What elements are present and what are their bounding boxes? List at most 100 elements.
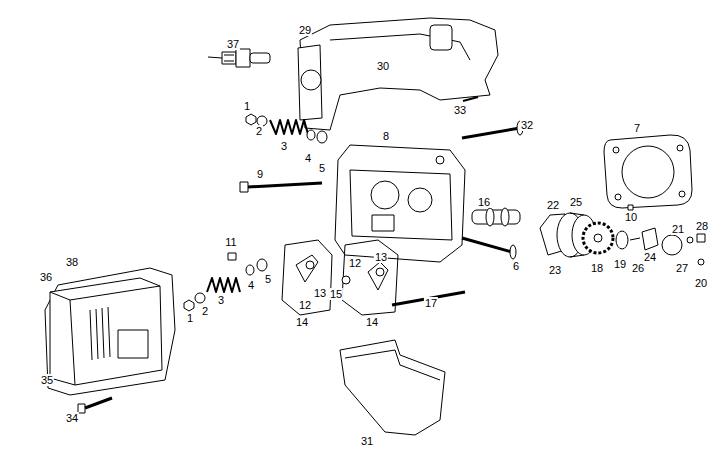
thread-line — [224, 55, 234, 56]
plug-tip — [208, 57, 222, 58]
bolt-head — [697, 234, 705, 242]
disc-edge — [570, 255, 584, 257]
cam-lobe — [501, 208, 509, 226]
callout-number: 10 — [624, 211, 638, 223]
upper-valve-stack — [246, 114, 327, 143]
port — [408, 188, 432, 212]
cylinder-head — [335, 145, 465, 262]
sprocket-hub — [594, 234, 602, 242]
cover-disc — [662, 235, 682, 255]
cam-body — [472, 210, 520, 224]
valve-stem — [462, 238, 512, 252]
plug-thread — [222, 52, 236, 64]
cover-body — [50, 278, 162, 385]
shroud-edge — [345, 350, 440, 380]
cooling-shroud — [298, 18, 498, 130]
callout-number: 9 — [256, 168, 264, 180]
thread-line — [224, 61, 234, 62]
spring — [270, 120, 308, 134]
rocker-pivot — [306, 261, 314, 269]
callout-number: 14 — [365, 316, 379, 328]
callout-number: 25 — [569, 196, 583, 208]
small-part — [698, 259, 704, 265]
valves — [462, 121, 523, 259]
gasket-hole — [615, 194, 621, 200]
spring — [207, 278, 240, 292]
shroud-outline — [340, 340, 445, 435]
cover-edge — [70, 300, 75, 385]
bolt-shank — [248, 183, 322, 187]
bolt-head — [240, 182, 248, 192]
rocker — [368, 262, 388, 290]
callout-number: 3 — [280, 140, 288, 152]
callout-number: 1 — [186, 312, 194, 324]
washer — [195, 293, 205, 303]
callout-number: 27 — [675, 262, 689, 274]
callout-number: 5 — [318, 162, 326, 174]
gasket-hole — [677, 145, 683, 151]
callout-number: 34 — [65, 412, 79, 424]
screw — [463, 97, 478, 101]
callout-number: 32 — [520, 119, 534, 131]
washer — [687, 237, 693, 243]
callout-number: 28 — [695, 220, 709, 232]
rib — [90, 310, 92, 360]
callout-number: 21 — [671, 223, 685, 235]
head-bolt — [240, 182, 322, 192]
callout-number: 18 — [590, 262, 604, 274]
shroud-outline — [300, 18, 498, 130]
pin — [228, 253, 236, 260]
rib — [102, 308, 104, 358]
gasket-hole — [613, 147, 619, 153]
disc-edge — [570, 213, 584, 215]
plug-hex — [236, 49, 250, 67]
callout-number: 7 — [633, 122, 641, 134]
group-outline — [342, 240, 398, 315]
callout-number: 23 — [548, 264, 562, 276]
weight — [616, 231, 628, 249]
callout-number: 30 — [376, 60, 390, 72]
spark-plug — [208, 49, 270, 67]
head-gasket — [604, 135, 692, 210]
callout-number: 19 — [613, 258, 627, 270]
retainer — [317, 131, 327, 143]
retainer — [257, 259, 267, 271]
camshaft — [472, 208, 520, 226]
head-outline — [335, 145, 465, 262]
rocker-support — [372, 215, 394, 231]
seal-hole — [301, 70, 321, 90]
gasket-hole — [679, 191, 685, 197]
cam-lobe — [486, 208, 494, 226]
nut — [184, 300, 194, 311]
callout-number: 37 — [226, 38, 240, 50]
callout-number: 31 — [360, 435, 374, 447]
valve-stem — [462, 128, 520, 138]
cover-gasket — [45, 268, 175, 395]
sprocket — [583, 223, 613, 253]
rib — [96, 309, 98, 359]
stud-hole — [436, 156, 444, 164]
lower-shroud — [340, 340, 445, 435]
collet — [307, 130, 315, 140]
rocker-arms — [282, 240, 465, 315]
callout-number: 29 — [298, 24, 312, 36]
rocker — [296, 255, 318, 282]
callout-number: 4 — [304, 152, 312, 164]
cover-edge — [50, 286, 160, 300]
callout-number: 26 — [631, 262, 645, 274]
rib — [108, 307, 110, 357]
callout-number: 12 — [298, 299, 312, 311]
seal-plate — [298, 45, 322, 120]
gasket-bore — [622, 146, 674, 198]
callout-number: 14 — [295, 316, 309, 328]
callout-number: 13 — [313, 287, 327, 299]
callout-number: 36 — [39, 271, 53, 283]
callout-number: 8 — [382, 130, 390, 142]
nut — [246, 114, 256, 125]
pin — [630, 238, 640, 240]
callout-number: 11 — [224, 236, 237, 248]
spring-clip — [642, 228, 658, 250]
callout-number: 20 — [694, 277, 708, 289]
